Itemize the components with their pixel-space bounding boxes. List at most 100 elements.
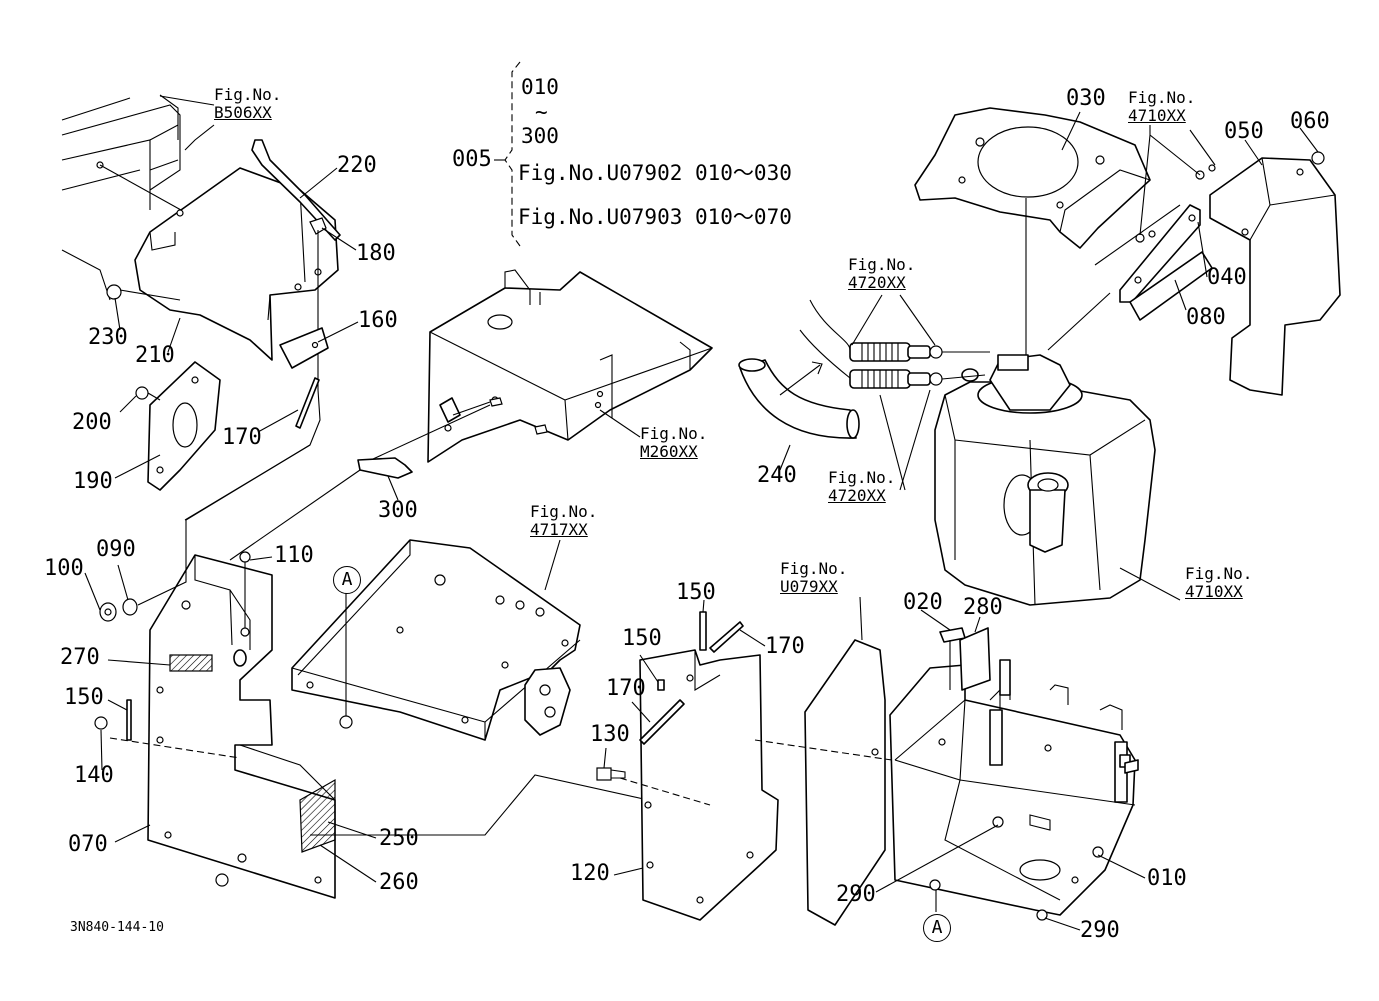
part-label: 080 xyxy=(1186,305,1226,330)
part-label: 030 xyxy=(1066,86,1106,111)
part-label: 250 xyxy=(379,826,419,851)
part-160-plate xyxy=(279,327,329,369)
figure-ref-code: 4720XX xyxy=(848,273,906,292)
figure-ref-m260: Fig.No. M260XX xyxy=(640,425,707,461)
figure-ref-code: 4717XX xyxy=(530,520,588,539)
note-bracket xyxy=(494,61,521,247)
frame-m260-reference xyxy=(427,269,713,463)
part-label: 110 xyxy=(274,543,314,568)
part-110-screw xyxy=(239,551,251,628)
part-170-pin xyxy=(295,377,320,429)
figure-ref-title: Fig.No. xyxy=(214,85,282,104)
figure-ref-code: 4720XX xyxy=(828,486,886,505)
part-label: 050 xyxy=(1224,119,1264,144)
part-230-bolt xyxy=(106,284,181,301)
part-label: 160 xyxy=(358,308,398,333)
part-070-bottom-screw xyxy=(215,873,229,887)
part-label: 170 xyxy=(222,425,262,450)
reference-mark-a: A xyxy=(333,566,361,594)
figure-ref-code: B506XX xyxy=(214,103,272,122)
drawing-number: 3N840-144-10 xyxy=(70,920,164,935)
part-label: 210 xyxy=(135,343,175,368)
figure-ref-title: Fig.No. xyxy=(1128,88,1196,107)
frame-reference-part xyxy=(61,94,191,301)
part-label: 120 xyxy=(570,861,610,886)
part-120-plate xyxy=(619,649,779,921)
part-070-cover xyxy=(147,554,336,899)
figure-ref-u079: Fig.No. U079XX xyxy=(780,560,847,596)
part-label: 150 xyxy=(676,580,716,605)
part-080-label xyxy=(1129,251,1213,321)
part-label: 230 xyxy=(88,325,128,350)
part-label: 150 xyxy=(64,685,104,710)
part-010-bracket xyxy=(889,659,1139,921)
part-label: 170 xyxy=(606,676,646,701)
part-190-cover xyxy=(147,361,221,491)
panel-u079-reference xyxy=(754,639,961,926)
part-label: 180 xyxy=(356,241,396,266)
figure-ref-title: Fig.No. xyxy=(640,424,708,443)
figure-ref-title: Fig.No. xyxy=(848,255,916,274)
note-line1: Fig.No.U07902 010～030 xyxy=(518,161,792,185)
part-130-bolt xyxy=(596,767,626,781)
fuel-hoses xyxy=(799,294,990,491)
note-range-start: 010 xyxy=(521,75,559,99)
reference-mark-a: A xyxy=(923,914,951,942)
part-label: 060 xyxy=(1290,109,1330,134)
part-label: 140 xyxy=(74,763,114,788)
figure-ref-4710-top: Fig.No. 4710XX xyxy=(1128,89,1195,125)
figure-ref-title: Fig.No. xyxy=(530,502,598,521)
figure-ref-title: Fig.No. xyxy=(1185,564,1253,583)
figure-ref-4710-bottom: Fig.No. 4710XX xyxy=(1185,565,1252,601)
part-280-label xyxy=(959,627,991,691)
figure-ref-title: Fig.No. xyxy=(828,468,896,487)
figure-ref-code: 4710XX xyxy=(1185,582,1243,601)
part-label: 220 xyxy=(337,153,377,178)
note-range-end: 300 xyxy=(521,124,559,148)
part-label: 190 xyxy=(73,469,113,494)
part-150-pin-left xyxy=(126,699,132,741)
note-range-tilde: ~ xyxy=(535,100,548,124)
part-050-cover xyxy=(1209,157,1341,396)
assembly-line-300 xyxy=(229,469,361,561)
part-label: 200 xyxy=(72,410,112,435)
assembly-line-250 xyxy=(310,774,649,836)
part-label: 280 xyxy=(963,595,1003,620)
figure-ref-4717: Fig.No. 4717XX xyxy=(530,503,597,539)
part-label: 020 xyxy=(903,590,943,615)
note-ref-005: 005 xyxy=(452,147,492,172)
assembly-line-top xyxy=(184,389,321,521)
figure-ref-code: M260XX xyxy=(640,442,698,461)
part-150-pin-right xyxy=(657,611,707,691)
part-100-nut xyxy=(99,602,117,622)
part-240-pipe xyxy=(738,358,860,439)
part-label: 130 xyxy=(590,722,630,747)
part-090-washer xyxy=(122,598,138,616)
figure-ref-code: U079XX xyxy=(780,577,838,596)
part-label: 290 xyxy=(836,882,876,907)
part-label: 150 xyxy=(622,626,662,651)
part-label: 100 xyxy=(44,556,84,581)
part-label: 070 xyxy=(68,832,108,857)
tray-4717-reference xyxy=(291,539,581,741)
part-060-bolt xyxy=(1311,151,1325,165)
figure-ref-b506: Fig.No. B506XX xyxy=(214,86,281,122)
note-line2: Fig.No.U07903 010～070 xyxy=(518,205,792,229)
part-label: 010 xyxy=(1147,866,1187,891)
figure-ref-title: Fig.No. xyxy=(780,559,848,578)
part-label: 260 xyxy=(379,870,419,895)
part-label: 240 xyxy=(757,463,797,488)
part-label: 090 xyxy=(96,537,136,562)
fuel-tank xyxy=(934,354,1181,606)
part-label: 170 xyxy=(765,634,805,659)
part-label: 040 xyxy=(1207,265,1247,290)
part-030-cover xyxy=(914,107,1151,380)
figure-ref-4720-bottom: Fig.No. 4720XX xyxy=(828,469,895,505)
part-140-screw xyxy=(94,716,241,759)
figure-ref-4720-top: Fig.No. 4720XX xyxy=(848,256,915,292)
part-label: 270 xyxy=(60,645,100,670)
part-200-screw xyxy=(135,386,161,401)
part-label: 300 xyxy=(378,498,418,523)
